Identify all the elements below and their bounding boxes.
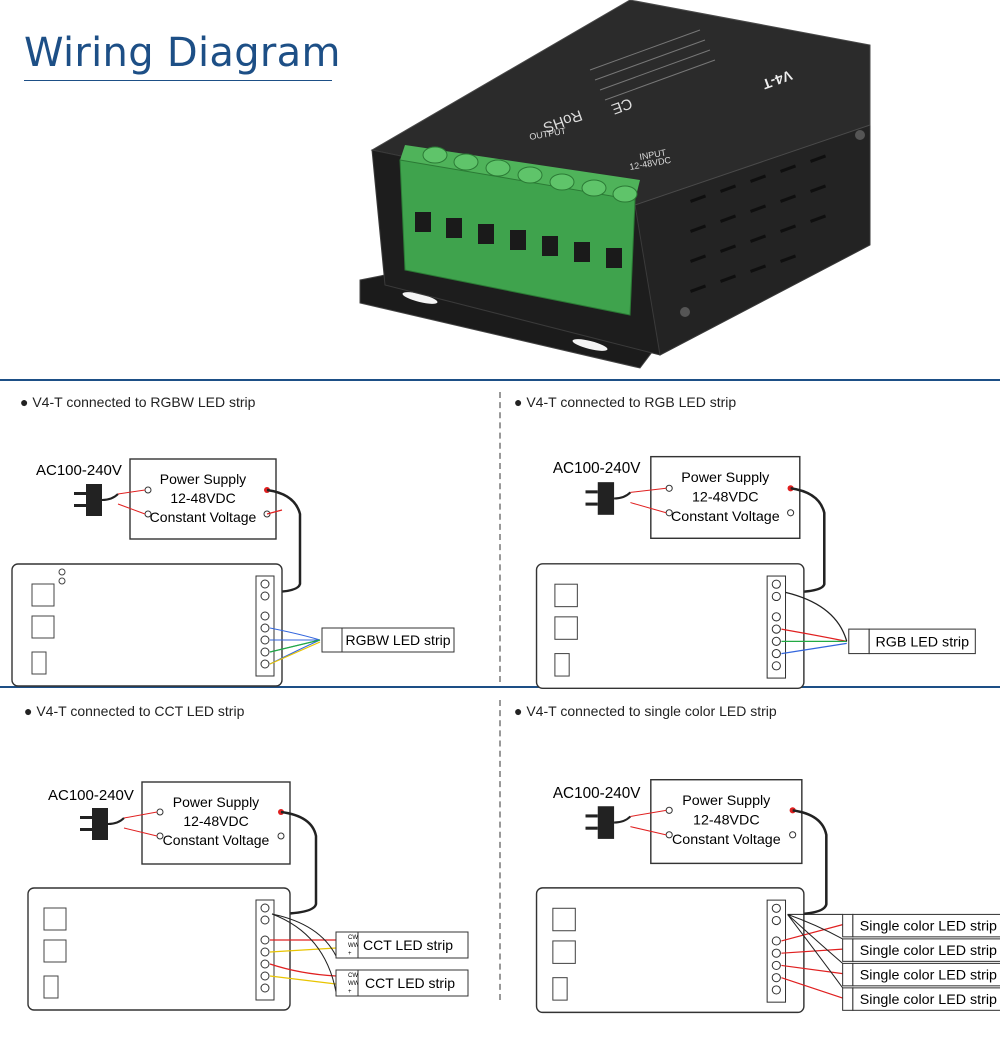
- ps-line2: 12-48VDC: [183, 813, 248, 829]
- plug-icon: [74, 484, 119, 516]
- screw-icon: [680, 307, 690, 317]
- terminal-strip: [766, 575, 787, 679]
- power-supply-box: [650, 455, 801, 539]
- plug-icon: [585, 482, 632, 515]
- strip-label-box: [852, 913, 1000, 938]
- ac-label: AC100-240V: [553, 460, 641, 477]
- strip-label: Single color LED strip: [860, 968, 997, 984]
- ps-line2: 12-48VDC: [693, 813, 760, 829]
- ps-line3: Constant Voltage: [163, 832, 270, 848]
- ps-line1: Power Supply: [173, 794, 259, 810]
- input-label: INPUT: [639, 147, 668, 162]
- cct-terminal-label: CW: [348, 935, 358, 941]
- strip-label-box: [357, 931, 469, 959]
- strip-label: CCT LED strip: [363, 937, 453, 953]
- ce-label: CE: [609, 94, 634, 117]
- section-title-rgbw: ● V4-T connected to RGBW LED strip: [20, 394, 256, 410]
- strip-label: RGBW LED strip: [345, 632, 450, 648]
- wiring-panel-cct: AC100-240V Power Supply 12-48VDC Constan…: [27, 781, 469, 1011]
- controller-illustration: V4-T RoHS CE INPUT 12-48VDC OUTPUT: [359, 0, 871, 369]
- plug-icon: [80, 808, 125, 840]
- terminal-strip: [255, 575, 275, 677]
- cct-terminal-label: CW: [348, 973, 358, 979]
- strip-label: Single color LED strip: [860, 919, 997, 935]
- strip-label-box: [357, 969, 469, 997]
- terminal-strip: [255, 899, 275, 1001]
- power-supply-box: [650, 779, 803, 865]
- rj45-port: [43, 907, 67, 931]
- wiring-panel-single: AC100-240V Power Supply 12-48VDC Constan…: [535, 779, 1000, 1014]
- section-divider: [0, 686, 1000, 688]
- ac-label: AC100-240V: [553, 785, 641, 802]
- strip-label-box: [852, 962, 1000, 987]
- column-divider: [499, 392, 501, 682]
- wiring-panel-rgbw: AC100-240V Power Supply 12-48VDC Constan…: [11, 458, 455, 687]
- ac-label: AC100-240V: [36, 462, 122, 479]
- cct-connector: CW WW +: [335, 969, 360, 997]
- cct-terminal-label: +: [348, 989, 352, 995]
- rj45-port: [552, 907, 576, 932]
- power-supply-box: [129, 458, 277, 540]
- strip-label: Single color LED strip: [860, 943, 997, 959]
- strip-label: RGB LED strip: [875, 634, 969, 650]
- strip-label-box: [852, 938, 1000, 962]
- ac-label: AC100-240V: [48, 787, 134, 804]
- screw-icon: [855, 130, 865, 140]
- side-vents: [690, 154, 827, 293]
- section-title-single: ● V4-T connected to single color LED str…: [514, 703, 777, 719]
- cct-terminal-label: WW: [348, 981, 360, 987]
- controller-body: [27, 887, 291, 1011]
- ps-line2: 12-48VDC: [170, 490, 235, 506]
- terminal-screws: [422, 146, 638, 203]
- power-supply-box: [141, 781, 291, 865]
- wiring-panel-rgb: AC100-240V Power Supply 12-48VDC Constan…: [535, 455, 976, 689]
- ps-line1: Power Supply: [160, 471, 246, 487]
- dip-switch: [43, 975, 59, 999]
- terminal-strip: [766, 899, 787, 1003]
- ps-line1: Power Supply: [682, 793, 771, 809]
- controller-body: [535, 563, 805, 689]
- rj45-port: [43, 939, 67, 963]
- strip-label-box: [868, 628, 976, 655]
- ps-line3: Constant Voltage: [150, 509, 257, 525]
- ps-line3: Constant Voltage: [671, 509, 780, 525]
- strip-label-box: [341, 627, 455, 653]
- dip-switch: [31, 651, 47, 675]
- controller-body: [535, 887, 805, 1014]
- dip-switch: [554, 653, 570, 677]
- dip-switch: [552, 977, 568, 1001]
- cct-terminal-label: +: [348, 951, 352, 957]
- cct-connector: CW WW +: [335, 931, 360, 959]
- page-title: Wiring Diagram: [24, 30, 341, 76]
- section-title-rgb: ● V4-T connected to RGB LED strip: [514, 394, 737, 410]
- plug-icon: [585, 806, 632, 839]
- ps-line3: Constant Voltage: [672, 832, 781, 848]
- section-divider: [0, 379, 1000, 381]
- title-underline: [24, 80, 332, 81]
- rj45-port: [552, 940, 576, 964]
- strip-label: CCT LED strip: [365, 975, 455, 991]
- rj45-port: [554, 583, 578, 608]
- top-label-lines: [589, 29, 716, 101]
- column-divider: [499, 700, 501, 1000]
- mounting-hole: [572, 339, 608, 351]
- cct-terminal-label: WW: [348, 943, 360, 949]
- strip-label: Single color LED strip: [860, 992, 997, 1008]
- ps-line2: 12-48VDC: [692, 490, 759, 506]
- ps-line1: Power Supply: [681, 470, 770, 486]
- rj45-port: [31, 583, 55, 607]
- mounting-hole: [402, 292, 438, 304]
- rj45-port: [31, 615, 55, 639]
- terminal-slots: [415, 212, 622, 268]
- controller-body: [11, 563, 283, 687]
- rj45-port: [554, 616, 578, 640]
- section-title-cct: ● V4-T connected to CCT LED strip: [24, 703, 245, 719]
